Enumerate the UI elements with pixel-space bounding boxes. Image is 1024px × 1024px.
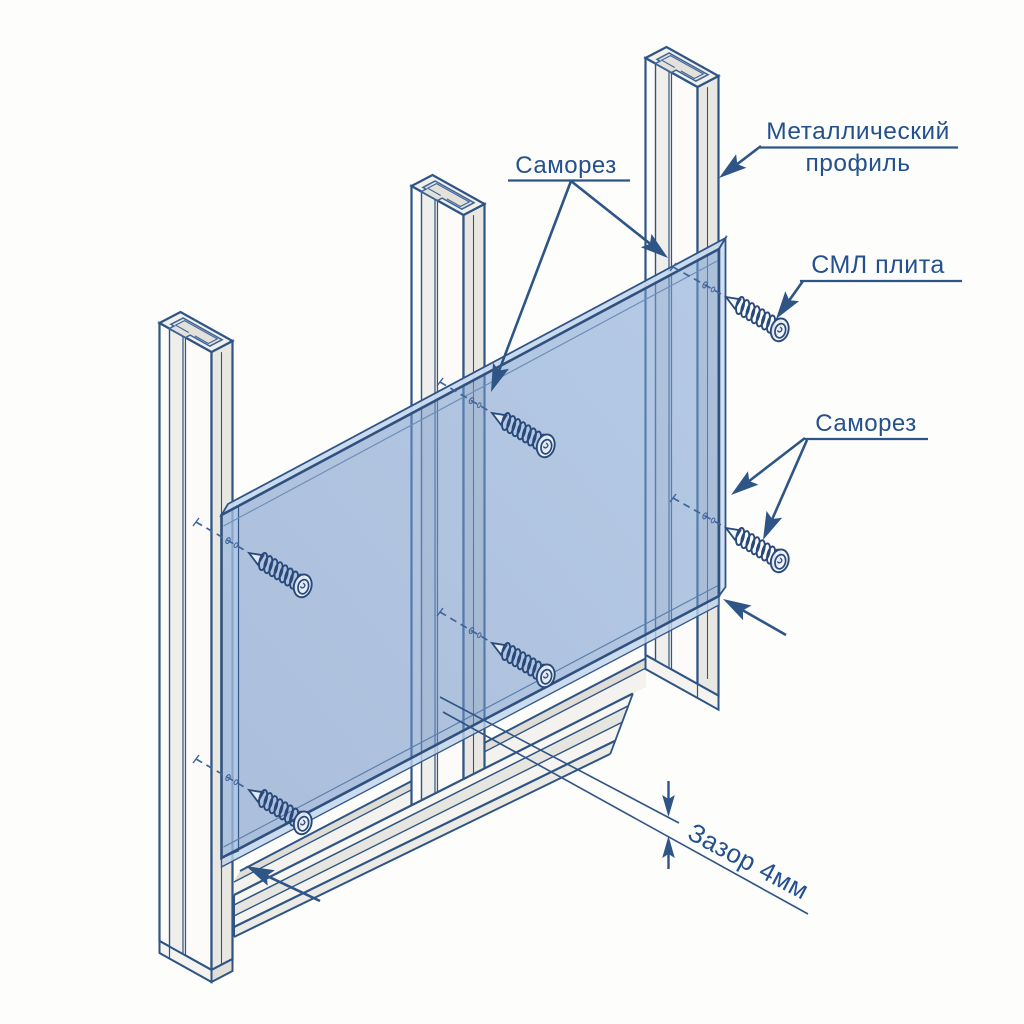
svg-text:профиль: профиль (806, 150, 911, 177)
svg-text:Саморез: Саморез (815, 410, 916, 437)
svg-text:СМЛ плита: СМЛ плита (811, 251, 945, 279)
svg-text:Металлический: Металлический (766, 118, 950, 145)
svg-text:Саморез: Саморез (515, 152, 616, 179)
